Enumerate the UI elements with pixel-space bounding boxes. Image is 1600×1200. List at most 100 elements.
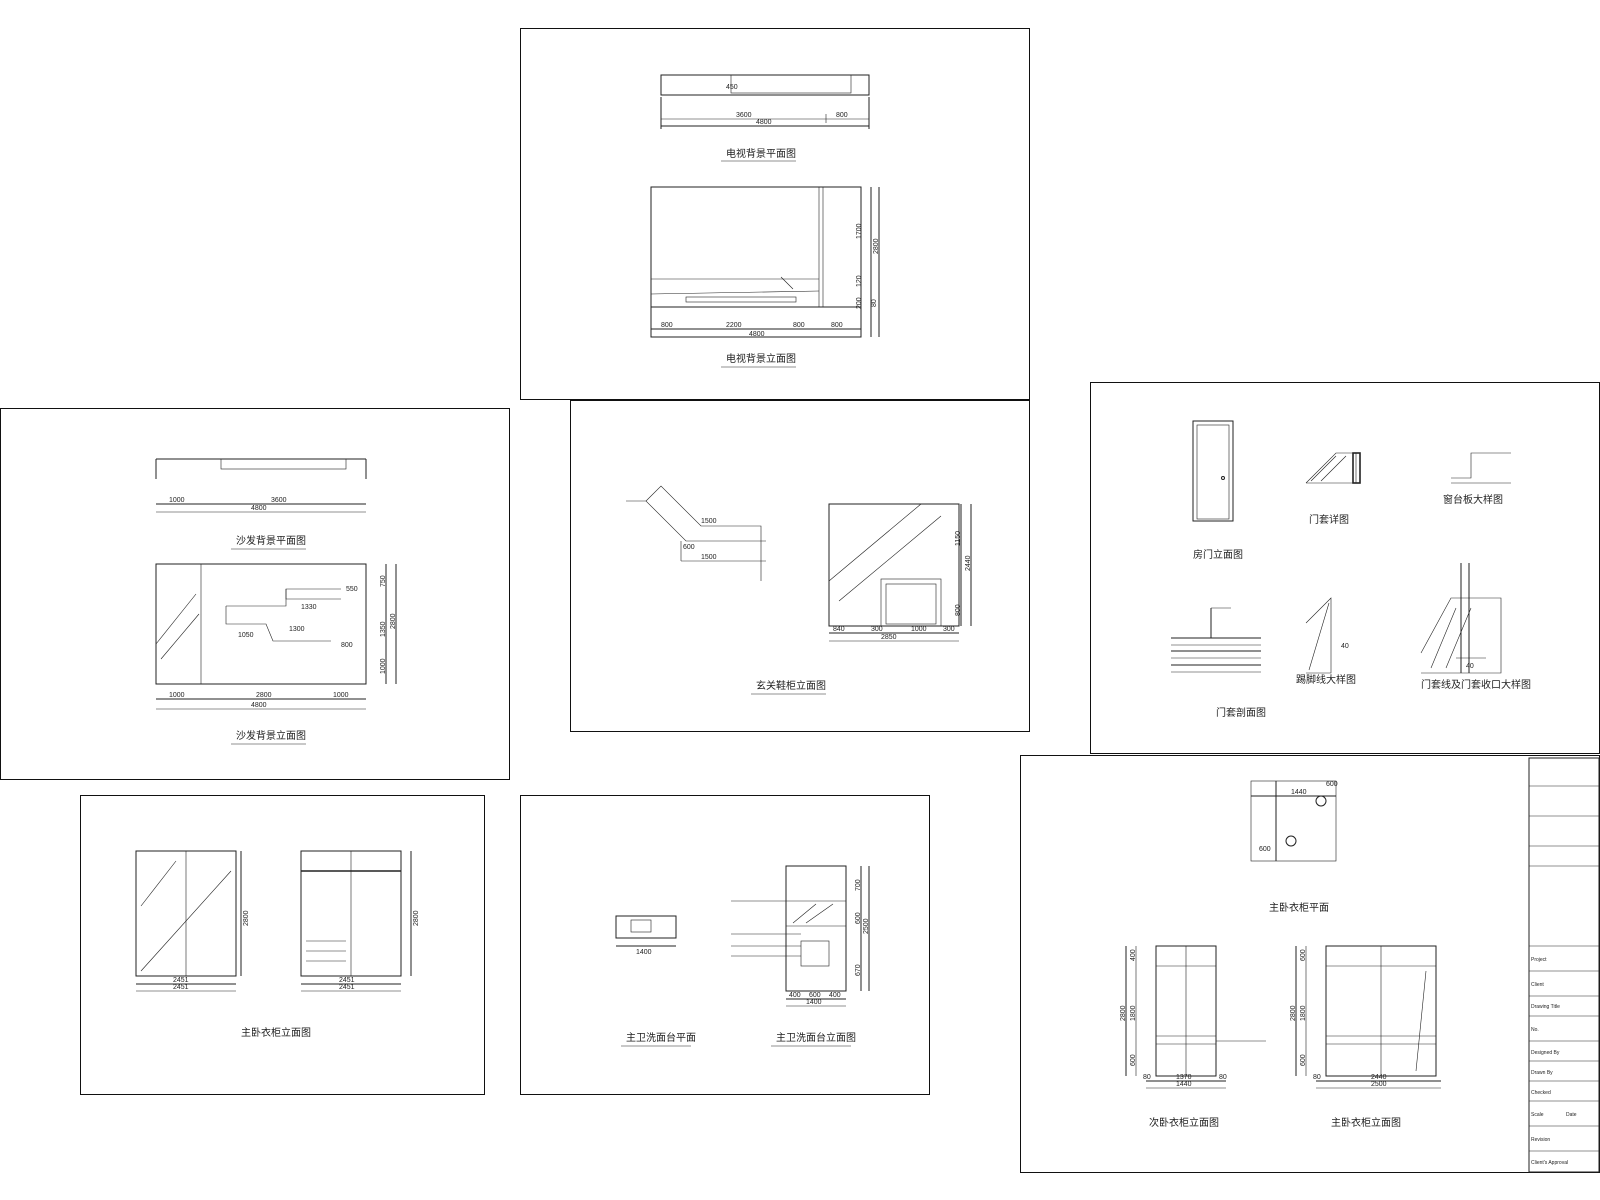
wardrobe-interior-total: 2451 (339, 984, 355, 991)
sofa-elev-s1: 550 (346, 586, 358, 593)
wardrobe-right-total: 2500 (1371, 1081, 1387, 1088)
sofa-elev-s5: 800 (341, 642, 353, 649)
bathroom-drawing: 1400 主卫洗面台平面 700 600 2500 670 400 600 40… (615, 865, 870, 1047)
vanity-a: 400 (789, 992, 801, 999)
wardrobe-plan (1250, 780, 1337, 862)
tb-client-approval: Client's Approval (1531, 1160, 1568, 1166)
wardrobe-right-h1: 600 (1300, 949, 1307, 961)
wardrobe-right-seg1: 80 (1313, 1074, 1321, 1081)
vanity-plan-title: 主卫洗面台平面 (626, 1031, 696, 1044)
wardrobes-drawing: 1440 600 600 主卧衣柜平面 400 1800 2800 600 80… (1120, 757, 1600, 1173)
tv-plan-cabinet (730, 74, 852, 94)
entry-dim-d: 840 (833, 626, 845, 633)
wardrobe-left-htotal: 2800 (1120, 1005, 1127, 1021)
vanity-h2: 600 (855, 912, 862, 924)
tv-plan-total: 4800 (756, 119, 772, 126)
tv-elev-seg1: 800 (661, 322, 673, 329)
vanity-c: 400 (829, 992, 841, 999)
tb-project: Project (1531, 957, 1547, 963)
wardrobe-left-total: 1440 (1176, 1081, 1192, 1088)
entry-dim-b: 1500 (701, 554, 717, 561)
door-title-4: 门套剖面图 (1216, 706, 1266, 719)
wardrobe-elev-drawing: 2800 2451 2451 2800 2451 2451 主卧衣柜立面图 (135, 850, 420, 1039)
vanity-b: 600 (809, 992, 821, 999)
sofa-plan-total: 4800 (251, 505, 267, 512)
sofa-elev-htotal: 2800 (390, 613, 397, 629)
wardrobe-right-seg2: 2440 (1371, 1074, 1387, 1081)
tb-client: Client (1531, 982, 1544, 988)
tb-designed-by: Designed By (1531, 1050, 1560, 1056)
door-title-1: 房门立面图 (1193, 548, 1243, 561)
wardrobe-left-h4: 600 (1130, 1054, 1137, 1066)
tv-plan-title: 电视背景平面图 (726, 147, 796, 160)
wardrobe-plan-title: 主卧衣柜平面 (1269, 901, 1329, 914)
entry-dim-e: 300 (871, 626, 883, 633)
sofa-wall-drawing: 1000 3600 4800 沙发背景平面图 550 1330 1300 105… (155, 458, 397, 745)
sofa-elev-title: 沙发背景立面图 (236, 729, 306, 742)
wardrobe-plan-d1: 600 (1326, 781, 1338, 788)
tb-checked: Checked (1531, 1090, 1551, 1096)
wardrobe-right-htotal: 2800 (1290, 1005, 1297, 1021)
vanity-h1: 700 (855, 879, 862, 891)
door-title-3: 窗台板大样图 (1443, 493, 1503, 506)
tb-no: No. (1531, 1027, 1539, 1033)
sheet-door-details: 房门立面图 门套详图 窗台板大样图 门套剖面图 40 踢脚线大样图 40 门套线… (1090, 382, 1600, 754)
tv-elev-h3: 200 (856, 297, 863, 309)
tb-scale: Scale (1531, 1112, 1544, 1118)
door-title-2: 门套详图 (1309, 513, 1349, 526)
vanity-h3: 2500 (863, 918, 870, 934)
door-title-5: 踢脚线大样图 (1296, 673, 1356, 686)
wardrobe-interior-h: 2800 (413, 910, 420, 926)
wardrobe-left-h1: 400 (1130, 949, 1137, 961)
entry-dim-total: 2850 (881, 634, 897, 641)
door-elev (1192, 420, 1234, 522)
wardrobe-left-h2: 1800 (1130, 1005, 1137, 1021)
entry-cabinet-drawing: 1500 1500 600 1150 2440 800 840 300 1000… (626, 485, 972, 695)
tb-revision: Revision (1531, 1137, 1550, 1143)
wardrobe-left-seg1: 80 (1143, 1074, 1151, 1081)
sofa-plan-title: 沙发背景平面图 (236, 534, 306, 547)
sheet-sofa-wall: 1000 3600 4800 沙发背景平面图 550 1330 1300 105… (0, 408, 510, 780)
vanity-elev-title: 主卫洗面台立面图 (776, 1031, 856, 1044)
sofa-elev-seg3: 1000 (333, 692, 349, 699)
tv-elev-outline (650, 186, 862, 338)
entry-dim-c: 600 (683, 544, 695, 551)
door-sill-dim: 40 (1341, 643, 1349, 650)
sheet-wardrobe-elev: 2800 2451 2451 2800 2451 2451 主卧衣柜立面图 (80, 795, 485, 1095)
sofa-elev-h1: 750 (380, 575, 387, 587)
tv-plan-seg1: 3600 (736, 112, 752, 119)
sofa-elev-h2: 1350 (380, 621, 387, 637)
tb-drawn-by: Drawn By (1531, 1070, 1553, 1076)
tb-drawing-title: Drawing Title (1531, 1004, 1560, 1010)
sofa-elev-total: 4800 (251, 702, 267, 709)
tv-elev-total: 4800 (749, 331, 765, 338)
sheet-entry-cabinet: 1500 1500 600 1150 2440 800 840 300 1000… (570, 400, 1030, 732)
sofa-elev-seg2: 2800 (256, 692, 272, 699)
wardrobe-right-h4: 600 (1300, 1054, 1307, 1066)
wardrobe-right-title: 主卧衣柜立面图 (1331, 1116, 1401, 1129)
vanity-plan (615, 915, 677, 939)
vanity-total: 1400 (806, 999, 822, 1006)
tv-elev-h4: 80 (871, 299, 878, 307)
sofa-elev-s3: 1300 (289, 626, 305, 633)
tv-elev-htotal: 2800 (873, 238, 880, 254)
wardrobe-front-total: 2451 (173, 984, 189, 991)
door-details-drawing: 房门立面图 门套详图 窗台板大样图 门套剖面图 40 踢脚线大样图 40 门套线… (1171, 420, 1531, 719)
wardrobe-right-h2: 1800 (1300, 1005, 1307, 1021)
tv-elev-seg4: 800 (831, 322, 843, 329)
wardrobe-elev-title: 主卧衣柜立面图 (241, 1026, 311, 1039)
wardrobe-left-seg2: 1370 (1176, 1074, 1192, 1081)
title-block (1528, 757, 1600, 1173)
sofa-elev-s4: 1050 (238, 632, 254, 639)
wardrobe-left-seg3: 80 (1219, 1074, 1227, 1081)
sofa-elev-h3: 1000 (380, 658, 387, 674)
door-sill-dim-2: 40 (1466, 663, 1474, 670)
sofa-plan-panel (220, 458, 347, 470)
sheet-tv-wall: 450 3600 800 4800 电视背景平面图 1700 2800 120 … (520, 28, 1030, 400)
tv-plan-depth: 450 (726, 84, 738, 91)
tb-date: Date (1566, 1112, 1577, 1118)
tv-elev-seg2: 2200 (726, 322, 742, 329)
wardrobe-plan-d2: 600 (1259, 846, 1271, 853)
tv-elev-h2: 120 (856, 275, 863, 287)
entry-dim-a: 1500 (701, 518, 717, 525)
